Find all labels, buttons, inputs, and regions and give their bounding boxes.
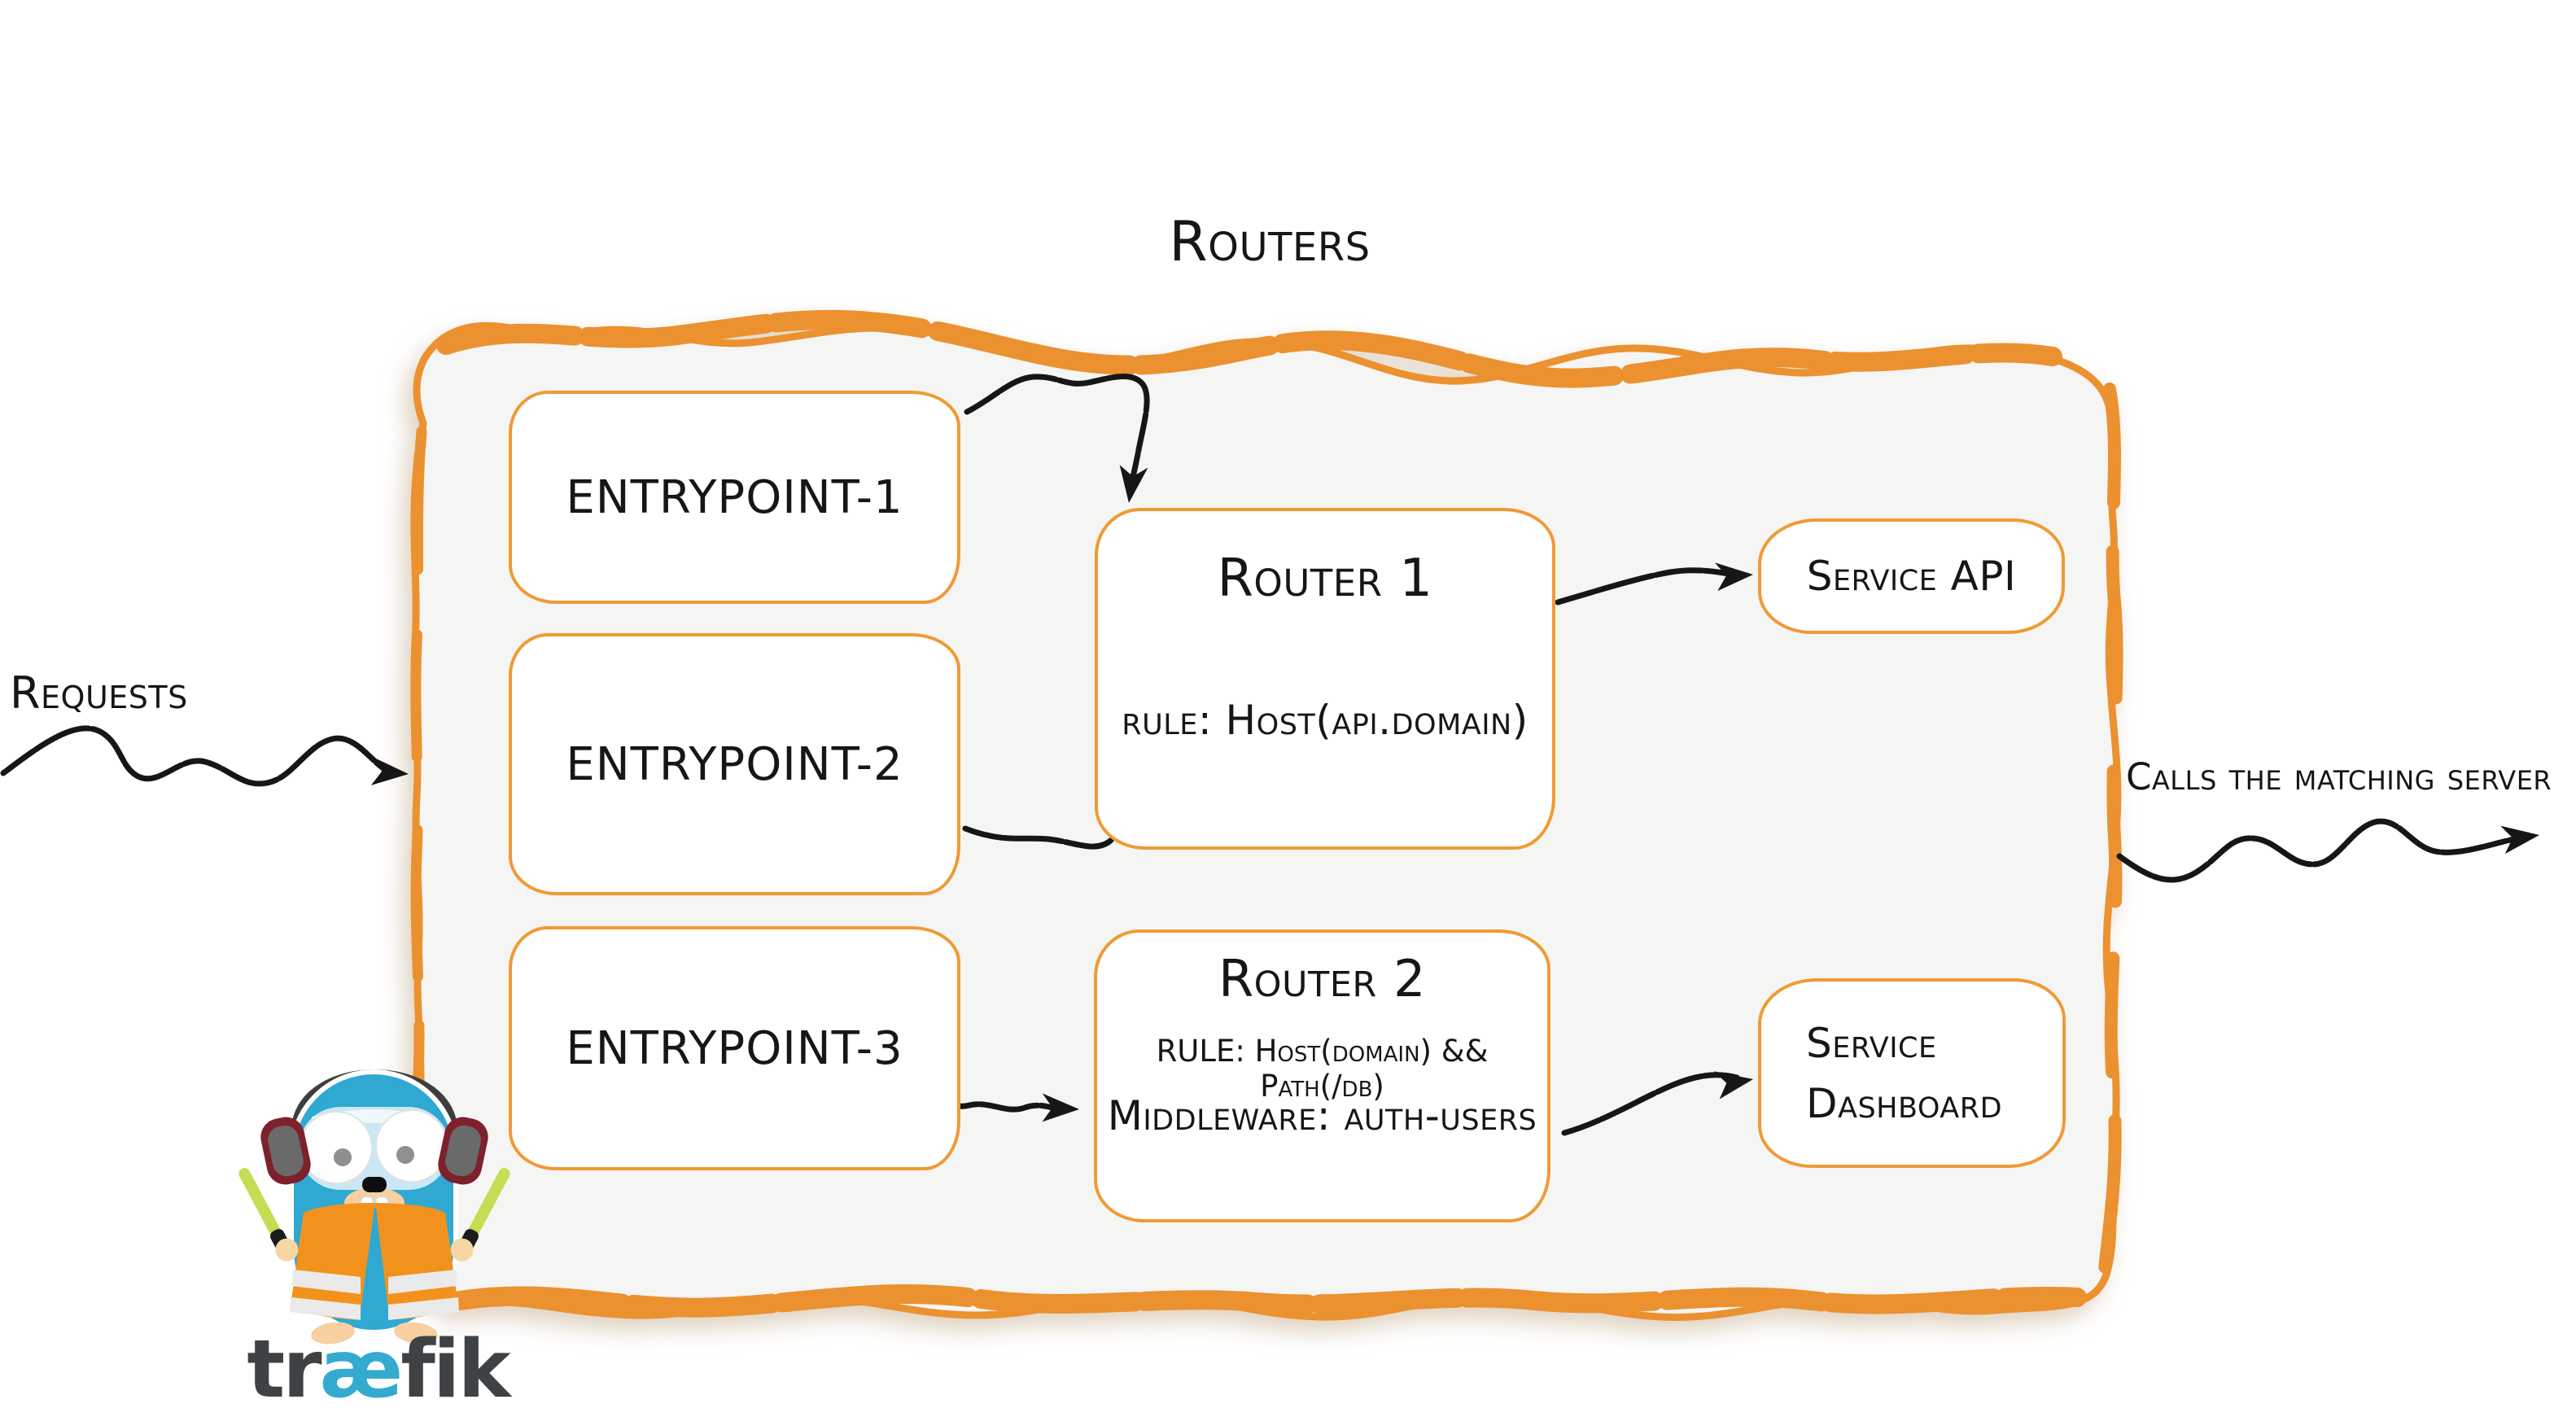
arrow-requests-in xyxy=(0,725,409,787)
gopher-right-pupil xyxy=(396,1146,414,1164)
entrypoint-3-label: entrypoint-3 xyxy=(566,1021,903,1075)
entrypoint-1-node: entrypoint-1 xyxy=(509,391,960,604)
wordmark-post: fik xyxy=(400,1323,510,1408)
router-2-title: Router 2 xyxy=(1218,949,1426,1008)
requests-label: Requests xyxy=(10,667,188,719)
entrypoint-2-label: entrypoint-2 xyxy=(566,737,903,791)
marshalling-wand-left xyxy=(238,1168,299,1262)
traefik-wordmark: træfik xyxy=(234,1323,521,1408)
container-right-brush-stroke xyxy=(2098,383,2123,1276)
arrow-router1-to-service-api xyxy=(1555,562,1753,606)
arrow-entrypoint3-to-router2 xyxy=(947,1089,1079,1122)
service-api-label: Service API xyxy=(1806,553,2017,600)
vest-stripe-right-1 xyxy=(388,1270,457,1294)
calls-the-matching-server-label: Calls the matching server xyxy=(2126,755,2552,798)
gopher-right-foot xyxy=(394,1322,438,1345)
wordmark-ae-ligature: æ xyxy=(319,1323,404,1408)
service-dashboard-node: Service Dashboard xyxy=(1758,978,2066,1168)
router-1-title: Router 1 xyxy=(1217,549,1433,609)
gopher-left-eye xyxy=(300,1111,373,1184)
entrypoint-1-label: entrypoint-1 xyxy=(566,470,903,524)
gopher-nose xyxy=(362,1177,387,1192)
gopher-right-eye xyxy=(375,1109,448,1183)
router-2-node: Router 2 RULE: Host(domain) && Path(/db)… xyxy=(1094,929,1550,1222)
arrow-entrypoint1-to-router1 xyxy=(964,374,1150,503)
gopher-left-pupil xyxy=(334,1148,352,1166)
gopher-left-foot xyxy=(311,1322,355,1345)
entrypoint-3-node: entrypoint-3 xyxy=(509,926,960,1170)
vest-stripe-left-2 xyxy=(290,1297,361,1320)
arrow-router2-to-service-dashboard xyxy=(1561,1071,1753,1136)
container-top-brush-stroke xyxy=(436,309,2062,388)
wordmark-pre: tr xyxy=(247,1323,321,1408)
headphones-right-cup-icon xyxy=(438,1117,488,1185)
router-1-rule: rule: Host(api.domain) xyxy=(1122,697,1529,744)
service-api-node: Service API xyxy=(1758,518,2065,634)
vest-stripe-left-1 xyxy=(291,1270,361,1294)
service-dashboard-label-line2: Dashboard xyxy=(1806,1079,2003,1127)
entrypoint-2-node: entrypoint-2 xyxy=(509,633,960,895)
headphones-left-cup-icon xyxy=(260,1117,311,1185)
router-2-middleware: Middleware: auth-users xyxy=(1107,1092,1537,1139)
safety-vest xyxy=(290,1203,459,1326)
page-title: Routers xyxy=(1169,210,1371,274)
router-1-node: Router 1 rule: Host(api.domain) xyxy=(1095,508,1555,850)
service-dashboard-label-line1: Service xyxy=(1806,1019,1937,1067)
arrow-calls-out xyxy=(2116,818,2539,883)
router-2-rule: RULE: Host(domain) && Path(/db) xyxy=(1156,1034,1489,1104)
traefik-gopher-logo xyxy=(238,1069,510,1345)
marshalling-wand-right xyxy=(450,1168,510,1262)
container-bottom-brush-stroke xyxy=(450,1283,2087,1318)
vest-stripe-right-2 xyxy=(388,1297,459,1320)
